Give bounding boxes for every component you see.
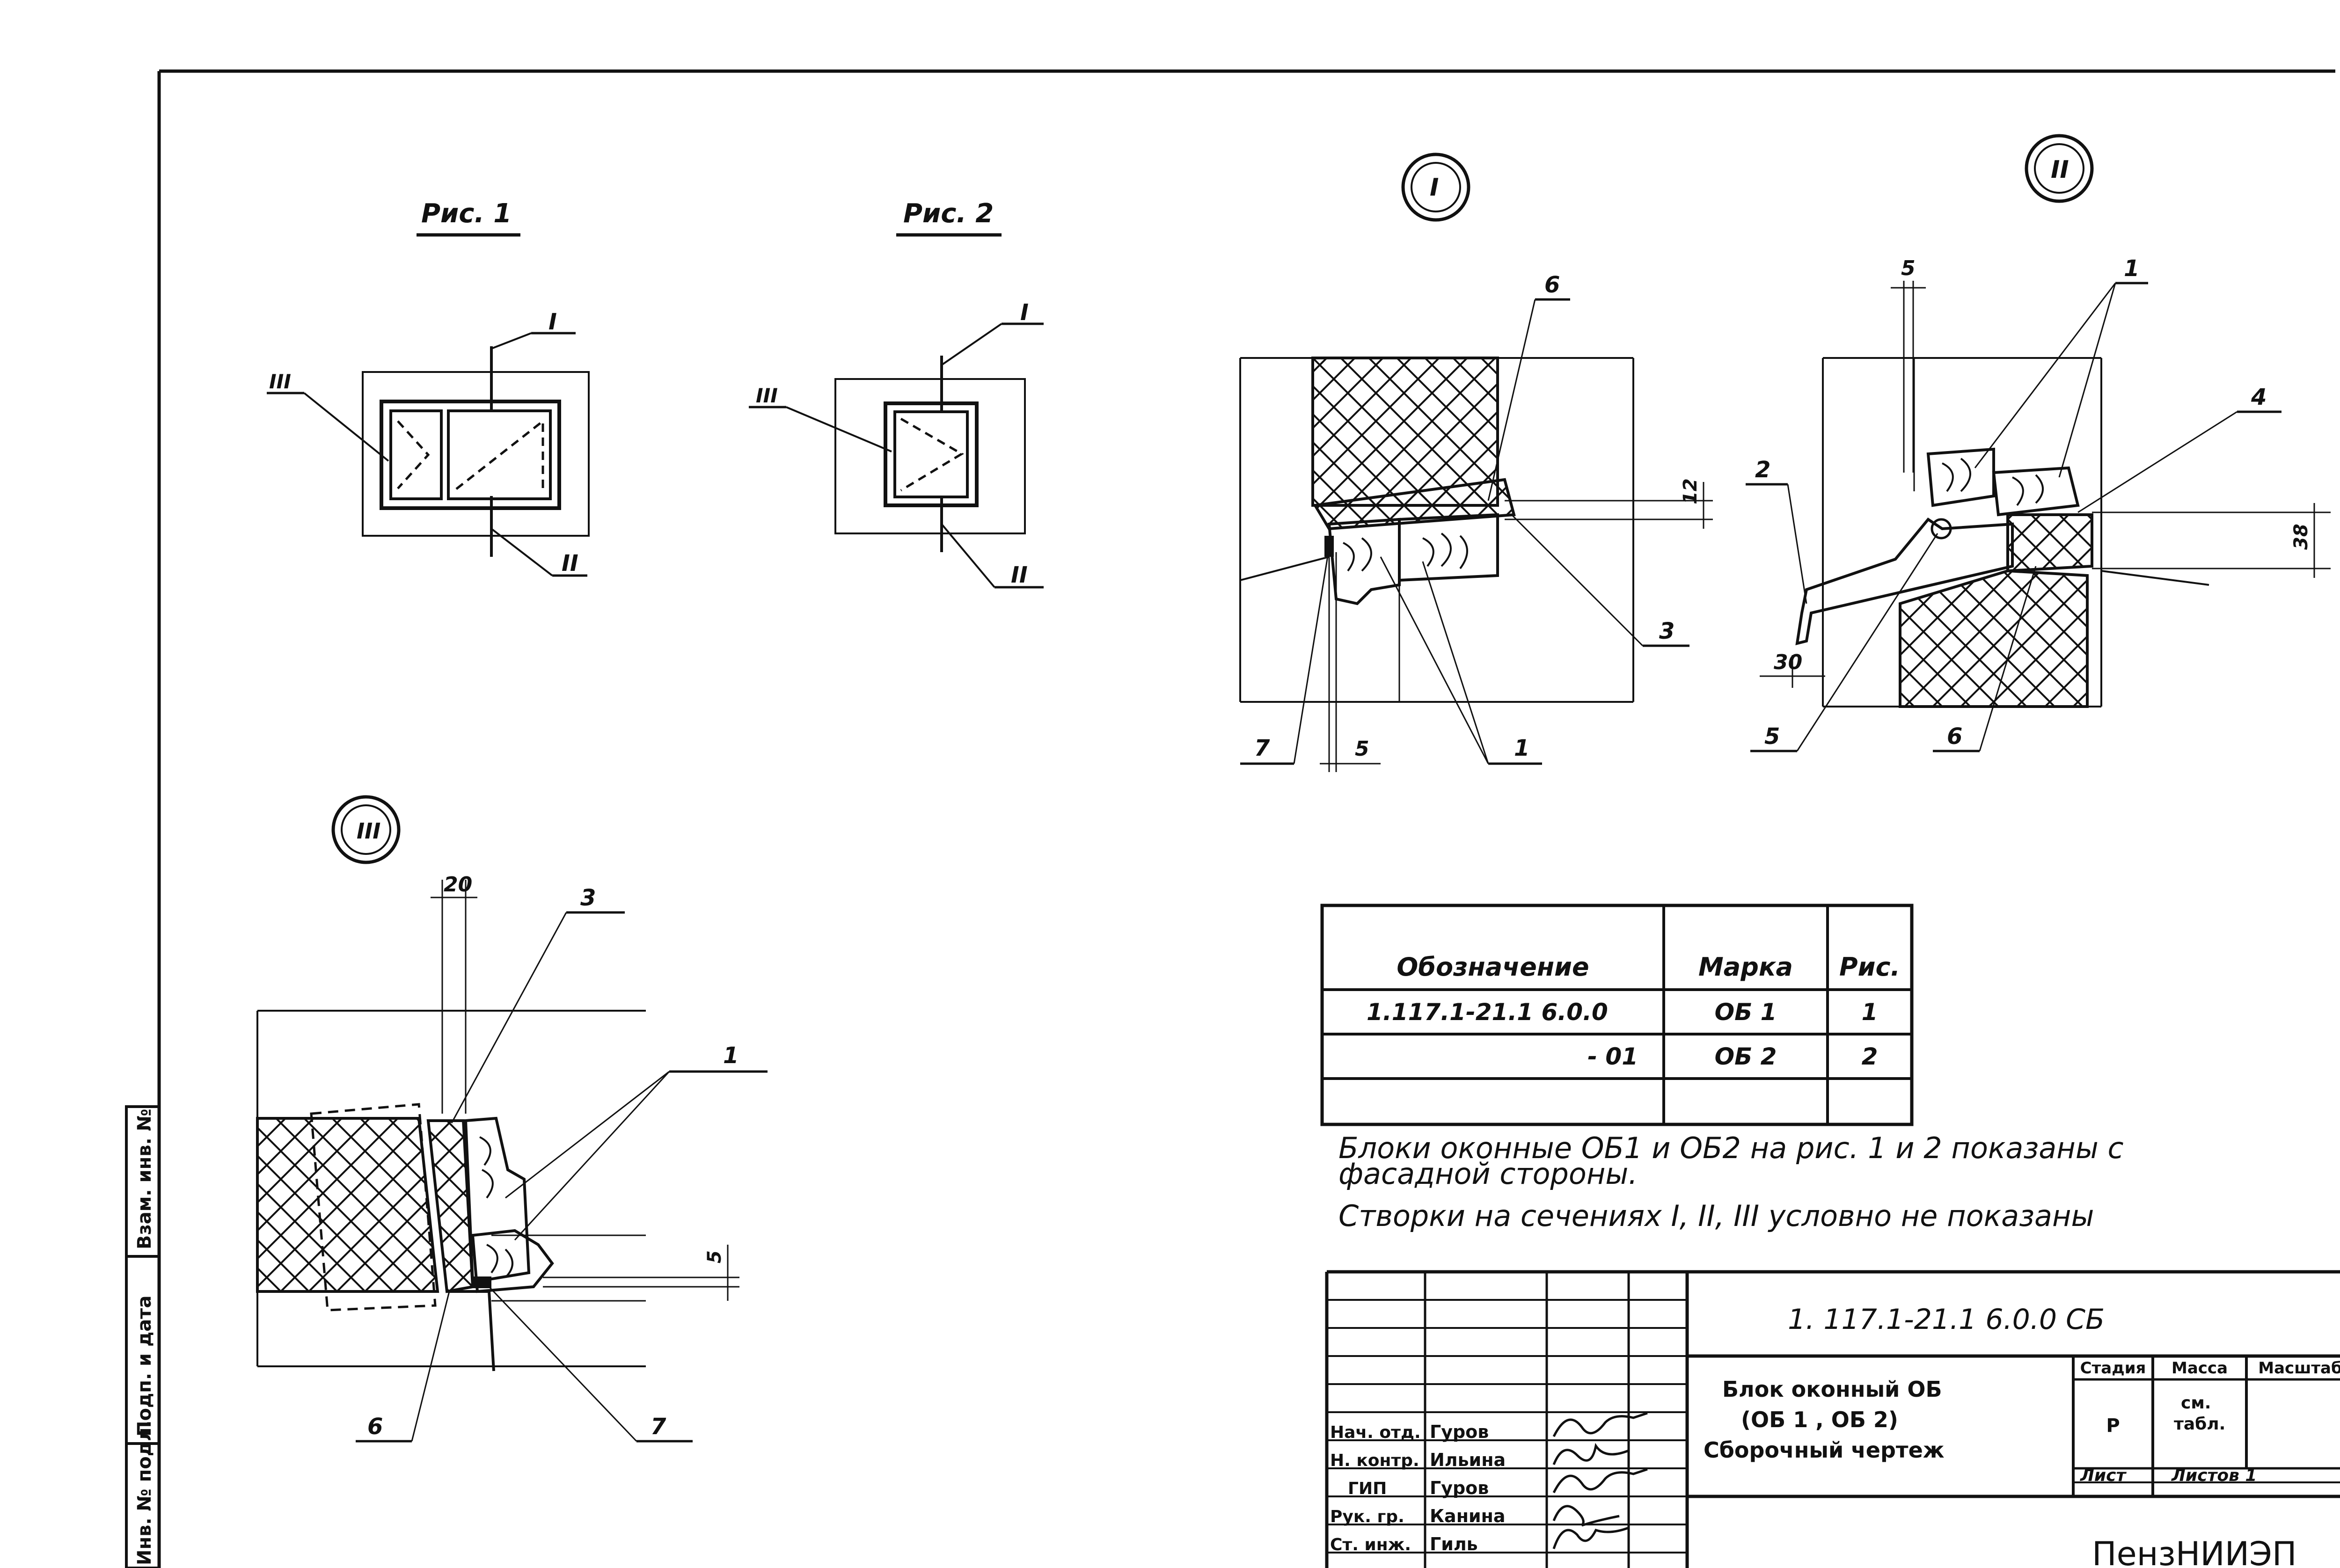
spec-header-designation: Обозначение	[1397, 952, 1589, 982]
role-label: Нач. отд.	[1330, 1423, 1421, 1442]
spec-header-fig: Рис.	[1839, 952, 1900, 982]
spec-cell-fig: 1	[1862, 999, 1878, 1026]
spec-table: Обозначение Марка Рис. 1.117.1-21.1 6.0.…	[1320, 904, 1914, 1126]
sheet-frame	[157, 69, 2335, 1568]
figure-1: Рис. 1 I II III	[267, 198, 590, 577]
organization: ПензНИИЭП	[2092, 1535, 2297, 1568]
spec-cell-mark: ОБ 1	[1715, 999, 1777, 1026]
fig2-title: Рис. 2	[903, 198, 994, 229]
section-II-dim-38: 38	[2290, 524, 2312, 550]
fig1-marker-I: I	[548, 309, 557, 335]
section-III-dim-20: 20	[444, 873, 472, 897]
title-line-1: Блок оконный ОБ	[1722, 1377, 1942, 1402]
signatures	[1552, 1412, 1648, 1549]
stage-value: Р	[2106, 1415, 2120, 1437]
section-II-dim-30: 30	[1774, 650, 1802, 674]
scale-header: Масштаб	[2258, 1359, 2340, 1378]
section-I-callout-6: 6	[1544, 272, 1560, 298]
section-I-callout-7: 7	[1254, 735, 1270, 761]
fig1-marker-III: III	[269, 370, 291, 393]
sheets-label: Листов 1	[2171, 1466, 2257, 1485]
fig2-marker-I: I	[1020, 299, 1029, 326]
note-line-1: Блоки оконные ОБ1 и ОБ2 на рис. 1 и 2 по…	[1338, 1131, 2124, 1165]
fig1-title: Рис. 1	[421, 198, 512, 229]
side-stamp-replacement: Взам. инв. №	[134, 1109, 155, 1249]
role-label: Рук. гр.	[1330, 1507, 1404, 1526]
section-I-callout-3: 3	[1659, 618, 1675, 644]
section-III-marker: III	[357, 818, 380, 844]
spec-cell-designation: - 01	[1587, 1043, 1638, 1070]
section-III-dim-5: 5	[704, 1250, 725, 1263]
section-II-callout-5: 5	[1764, 723, 1780, 750]
fig2-marker-III: III	[756, 384, 778, 407]
role-label: ГИП	[1348, 1479, 1387, 1498]
title-block: 1. 117.1-21.1 6.0.0 СБ Блок оконный ОБ (…	[1325, 1270, 2340, 1568]
section-III-callout-1: 1	[723, 1043, 739, 1069]
section-II-marker: II	[2051, 156, 2069, 184]
section-II-callout-2: 2	[1755, 457, 1770, 483]
doc-code: 1. 117.1-21.1 6.0.0 СБ	[1788, 1303, 2105, 1336]
fig1-marker-II: II	[562, 550, 578, 576]
spec-cell-designation: 1.117.1-21.1 6.0.0	[1367, 999, 1608, 1026]
spec-cell-fig: 2	[1862, 1043, 1878, 1070]
section-I-dim-5: 5	[1355, 737, 1369, 761]
role-name: Гуров	[1430, 1422, 1489, 1442]
side-stamp: Взам. инв. № Подп. и дата Инв. № подл.	[125, 1105, 161, 1568]
note-line-2: фасадной стороны.	[1338, 1157, 1638, 1191]
section-III-callout-6: 6	[367, 1414, 383, 1440]
section-III-callout-3: 3	[580, 885, 596, 911]
fig2-marker-II: II	[1011, 562, 1028, 588]
sheet-label: Лист	[2080, 1466, 2127, 1485]
role-label: Ст. инж.	[1330, 1535, 1411, 1554]
spec-header-mark: Марка	[1698, 952, 1793, 982]
section-III: III 3 1 6 7 20 5	[256, 795, 768, 1443]
section-I-dim-12: 12	[1680, 478, 1701, 504]
role-name: Гиль	[1430, 1534, 1478, 1554]
section-I-marker: I	[1430, 174, 1439, 202]
side-stamp-inv-number: Инв. № подл.	[134, 1420, 155, 1565]
section-II-callout-4: 4	[2251, 384, 2267, 410]
title-line-3: Сборочный чертеж	[1704, 1437, 1945, 1463]
role-name: Гуров	[1430, 1478, 1489, 1498]
stage-header: Стадия	[2080, 1359, 2146, 1378]
section-III-callout-7: 7	[651, 1414, 666, 1440]
note-line-3: Створки на сечениях I, II, III условно н…	[1338, 1199, 2094, 1233]
mass-value-line-2: табл.	[2174, 1415, 2225, 1434]
role-name: Канина	[1430, 1506, 1505, 1526]
section-II-callout-1: 1	[2124, 255, 2139, 282]
section-II-callout-6: 6	[1947, 723, 1962, 750]
notes: Блоки оконные ОБ1 и ОБ2 на рис. 1 и 2 по…	[1338, 1131, 2124, 1233]
section-I: I 6 3 1 7 5 12	[1239, 153, 1713, 772]
spec-cell-mark: ОБ 2	[1715, 1043, 1777, 1070]
figure-2: Рис. 2 I II III	[749, 198, 1044, 589]
section-II: II 1 4 2 5 6 5	[1746, 134, 2331, 752]
mass-value-line-1: см.	[2181, 1393, 2211, 1413]
section-II-dim-5: 5	[1901, 256, 1916, 280]
side-stamp-sign-date: Подп. и дата	[134, 1296, 155, 1437]
role-name: Ильина	[1430, 1450, 1506, 1470]
title-line-2: (ОБ 1 , ОБ 2)	[1741, 1407, 1898, 1432]
role-label: Н. контр.	[1330, 1451, 1419, 1470]
mass-header: Масса	[2172, 1359, 2228, 1378]
section-I-callout-1: 1	[1514, 735, 1529, 761]
